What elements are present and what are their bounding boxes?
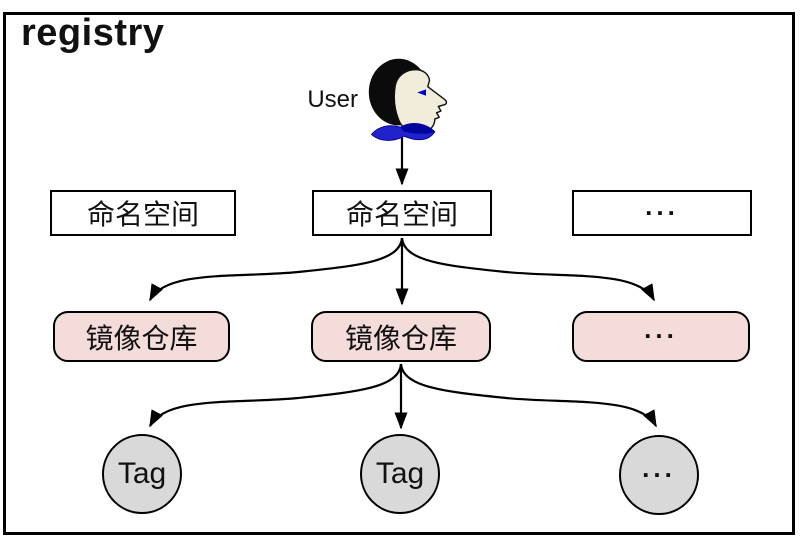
repository-box-1-label: 镜像仓库 (85, 322, 198, 354)
arrow-repo-to-tag-right (399, 363, 657, 428)
namespace-box-ellipsis: ... (572, 190, 752, 236)
repository-box-1: 镜像仓库 (53, 311, 230, 362)
arrow-repo-to-tag-left (149, 363, 403, 428)
diagram-frame (3, 12, 795, 535)
repository-box-2: 镜像仓库 (311, 311, 491, 362)
user-label: User (307, 86, 358, 113)
namespace-box-1: 命名空间 (50, 190, 236, 236)
namespace-box-2: 命名空间 (312, 190, 492, 236)
repository-box-ellipsis-label: ... (644, 314, 678, 344)
namespace-box-ellipsis-label: ... (645, 190, 679, 221)
tag-circle-2: Tag (360, 434, 440, 514)
user-eye-icon (417, 89, 426, 96)
tag-circle-1: Tag (102, 434, 182, 514)
tag-circle-ellipsis-label: ... (642, 452, 676, 483)
repository-box-2-label: 镜像仓库 (344, 322, 457, 354)
user-icon (368, 58, 448, 141)
user-face (393, 68, 448, 134)
tag-circle-ellipsis: ... (619, 435, 699, 515)
repository-box-ellipsis: ... (572, 311, 750, 362)
tag-circle-1-label: Tag (117, 457, 167, 490)
arrow-namespace-to-repo-right (400, 237, 655, 302)
namespace-box-1-label: 命名空间 (86, 199, 199, 230)
tag-circle-2-label: Tag (375, 457, 425, 490)
diagram-title: registry (21, 12, 165, 54)
namespace-box-2-label: 命名空间 (345, 199, 458, 230)
arrow-namespace-to-repo-left (149, 237, 404, 302)
user-collar-shade (400, 123, 435, 134)
